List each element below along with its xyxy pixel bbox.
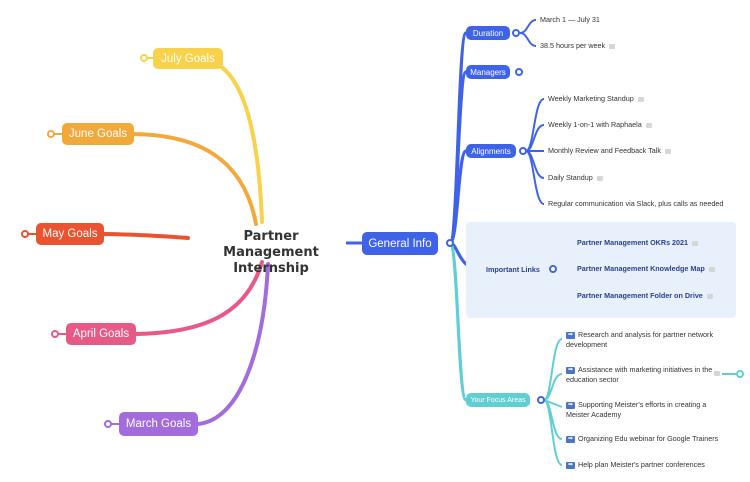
link-item-text: Partner Management Folder on Drive [577,291,703,300]
alignment-item: Weekly 1-on-1 with Raphaela [548,120,652,130]
march-goals-collapse-dot[interactable] [104,420,112,428]
march-goals-node[interactable]: March Goals [119,412,198,436]
arrow-right-icon: ➡ [566,366,575,374]
note-icon[interactable] [692,240,699,246]
june-goals-collapse-dot[interactable] [47,130,55,138]
link-item[interactable]: Partner Management OKRs 2021 [577,238,699,248]
alignment-item: Weekly Marketing Standup [548,94,644,104]
managers-collapse-dot[interactable] [515,68,523,76]
note-icon[interactable] [596,175,603,181]
alignment-item-text: Monthly Review and Feedback Talk [548,146,661,155]
duration-hours: 38.5 hours per week [540,41,616,51]
arrow-right-icon: ➡ [566,331,575,339]
link-item[interactable]: Partner Management Folder on Drive [577,291,713,301]
focus-item-collapse-dot[interactable] [736,370,744,378]
important-links-collapse-dot[interactable] [549,265,557,273]
focus-item-text: Assistance with marketing initiatives in… [566,365,713,384]
focus-item-text: Supporting Meister's efforts in creating… [566,400,707,419]
duration-node[interactable]: Duration [466,26,510,40]
central-topic-line2: Internship [233,261,309,276]
alignment-item: Regular communication via Slack, plus ca… [548,199,723,209]
link-item-text: Partner Management OKRs 2021 [577,238,689,247]
may-goals-collapse-dot[interactable] [21,230,29,238]
central-topic[interactable]: Partner Management Internship [196,229,346,277]
focus-areas-node[interactable]: Your Focus Areas [466,393,530,407]
focus-item-text: Research and analysis for partner networ… [566,330,714,349]
important-links-panel [466,222,736,318]
alignment-item-text: Weekly Marketing Standup [548,94,634,103]
july-goals-collapse-dot[interactable] [140,54,148,62]
april-goals-node[interactable]: April Goals [66,323,136,345]
focus-item: ➡Research and analysis for partner netwo… [566,330,716,349]
note-icon[interactable] [708,266,715,272]
note-icon[interactable] [664,148,671,154]
important-links-node[interactable]: Important Links [486,265,540,274]
alignment-item: Monthly Review and Feedback Talk [548,146,671,156]
june-goals-node[interactable]: June Goals [62,123,134,145]
note-icon[interactable] [609,43,616,49]
general-info-node[interactable]: General Info [362,232,438,255]
note-icon[interactable] [645,122,652,128]
general-info-collapse-dot[interactable] [446,239,454,247]
arrow-right-icon: ➡ [566,435,575,443]
alignment-item: Daily Standup [548,173,603,183]
focus-item-text: Help plan Meister's partner conferences [578,460,705,469]
link-item-text: Partner Management Knowledge Map [577,264,705,273]
duration-collapse-dot[interactable] [512,29,520,37]
focus-item: ➡Supporting Meister's efforts in creatin… [566,400,716,419]
arrow-right-icon: ➡ [566,401,575,409]
focus-item: ➡Help plan Meister's partner conferences [566,460,736,470]
focus-item: ➡Organizing Edu webinar for Google Train… [566,434,736,444]
july-goals-node[interactable]: July Goals [153,48,223,69]
note-icon[interactable] [637,96,644,102]
managers-node[interactable]: Managers [466,65,510,79]
link-item[interactable]: Partner Management Knowledge Map [577,264,715,274]
focus-areas-collapse-dot[interactable] [537,396,545,404]
central-topic-line1: Partner Management [223,229,319,260]
april-goals-collapse-dot[interactable] [51,330,59,338]
alignments-node[interactable]: Alignments [466,144,516,158]
alignment-item-text: Daily Standup [548,173,593,182]
focus-item-text: Organizing Edu webinar for Google Traine… [578,434,719,443]
note-icon[interactable] [706,293,713,299]
alignments-collapse-dot[interactable] [519,147,527,155]
duration-dates: March 1 — July 31 [540,15,600,24]
alignment-item-text: Regular communication via Slack, plus ca… [548,199,724,208]
arrow-right-icon: ➡ [566,461,575,469]
alignment-item-text: Weekly 1-on-1 with Raphaela [548,120,642,129]
focus-item: ➡Assistance with marketing initiatives i… [566,365,716,384]
duration-hours-text: 38.5 hours per week [540,41,606,50]
may-goals-node[interactable]: May Goals [36,223,104,245]
note-icon[interactable] [714,371,720,376]
